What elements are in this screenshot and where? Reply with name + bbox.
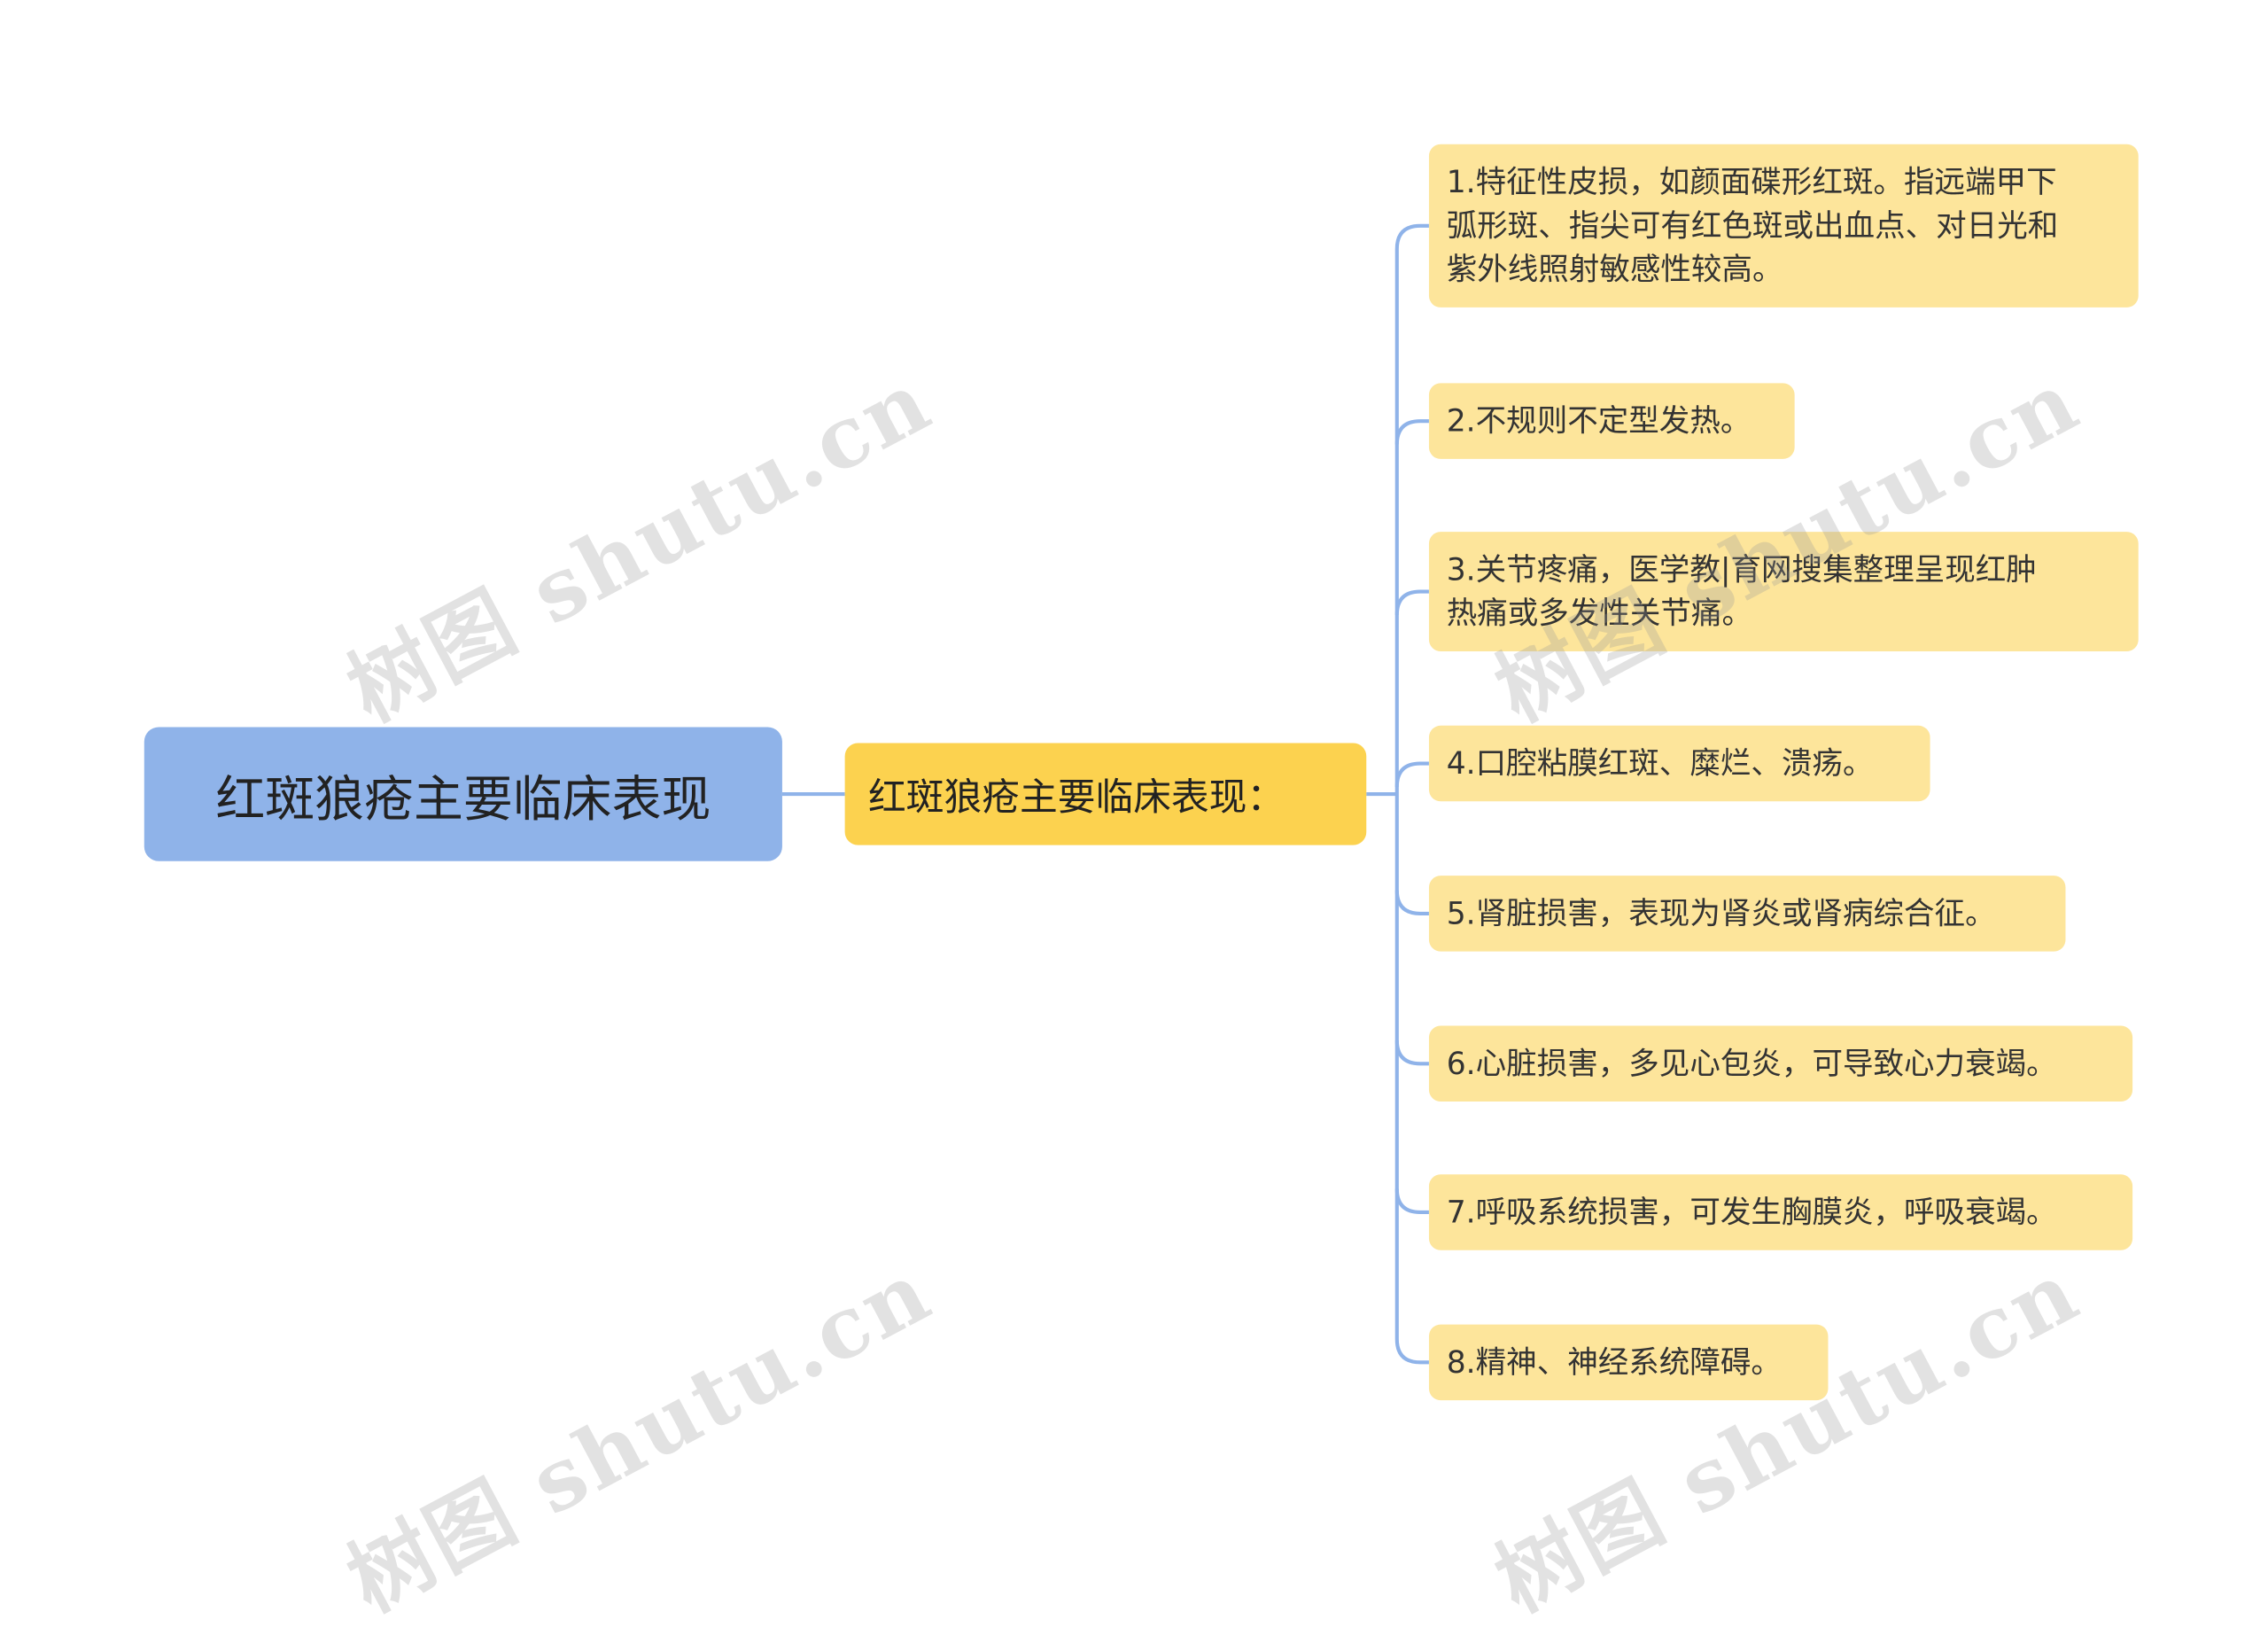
leaf-node-8[interactable]: 8.精神、神经系统障碍。 — [1428, 1324, 1829, 1401]
leaf-text-line: 4.口腔粘膜红斑、糜烂、溃疡。 — [1446, 745, 1874, 782]
leaf-node-5[interactable]: 5.肾脏损害，表现为肾炎或肾病综合征。 — [1428, 876, 2066, 952]
leaf-connector — [1394, 1039, 1429, 1066]
leaf-text-line: 弧形斑、指尖可有红色斑或出血点、对日光和 — [1446, 208, 2059, 244]
leaf-connector — [1394, 1188, 1429, 1215]
branch-node[interactable]: 红斑狼疮主要临床表现： — [844, 743, 1367, 845]
leaf-text-line: 3.关节疼痛，医学教|育网搜集整理呈现红肿 — [1446, 552, 2037, 588]
leaf-text-line: 5.肾脏损害，表现为肾炎或肾病综合征。 — [1446, 896, 1996, 931]
root-node[interactable]: 红斑狼疮主要临床表现 — [144, 727, 782, 861]
leaf-node-2[interactable]: 2.不规则不定型发热。 — [1428, 383, 1795, 459]
leaf-text-line: 热痛或多发性关节痛。 — [1446, 596, 1752, 631]
leaf-connector — [1394, 761, 1429, 787]
mind-map: 红斑狼疮主要临床表现 红斑狼疮主要临床表现： 1.特征性皮损，如颜面碟形红斑。指… — [144, 144, 2139, 1631]
leaf-text-line: 7.呼吸系统损害，可发生胸膜炎，呼吸衰竭。 — [1446, 1195, 2057, 1230]
leaf-text-line: 紫外线照射敏感性较高。 — [1446, 252, 1783, 287]
leaf-node-1[interactable]: 1.特征性皮损，如颜面碟形红斑。指远端甲下 弧形斑、指尖可有红色斑或出血点、对日… — [1428, 144, 2139, 308]
root-node-label: 红斑狼疮主要临床表现 — [215, 769, 711, 829]
leaf-text-line: 8.精神、神经系统障碍。 — [1446, 1344, 1782, 1381]
connector-lines — [781, 223, 1429, 1365]
leaf-node-7[interactable]: 7.呼吸系统损害，可发生胸膜炎，呼吸衰竭。 — [1428, 1174, 2133, 1250]
leaf-text-line: 2.不规则不定型发热。 — [1446, 403, 1751, 439]
leaf-connector — [1394, 419, 1429, 445]
leaf-text-line: 1.特征性皮损，如颜面碟形红斑。指远端甲下 — [1446, 164, 2057, 200]
leaf-node-4[interactable]: 4.口腔粘膜红斑、糜烂、溃疡。 — [1428, 725, 1930, 802]
leaf-connector — [1394, 890, 1429, 915]
leaf-trunk-connector — [1394, 223, 1429, 1365]
leaf-node-6[interactable]: 6.心脏损害，多见心包炎，可导致心力衰竭。 — [1428, 1025, 2133, 1102]
leaf-node-3[interactable]: 3.关节疼痛，医学教|育网搜集整理呈现红肿 热痛或多发性关节痛。 — [1428, 532, 2139, 651]
leaf-connector — [1394, 589, 1429, 615]
branch-node-label: 红斑狼疮主要临床表现： — [867, 775, 1285, 820]
leaf-text-line: 6.心脏损害，多见心包炎，可导致心力衰竭。 — [1446, 1046, 2057, 1081]
